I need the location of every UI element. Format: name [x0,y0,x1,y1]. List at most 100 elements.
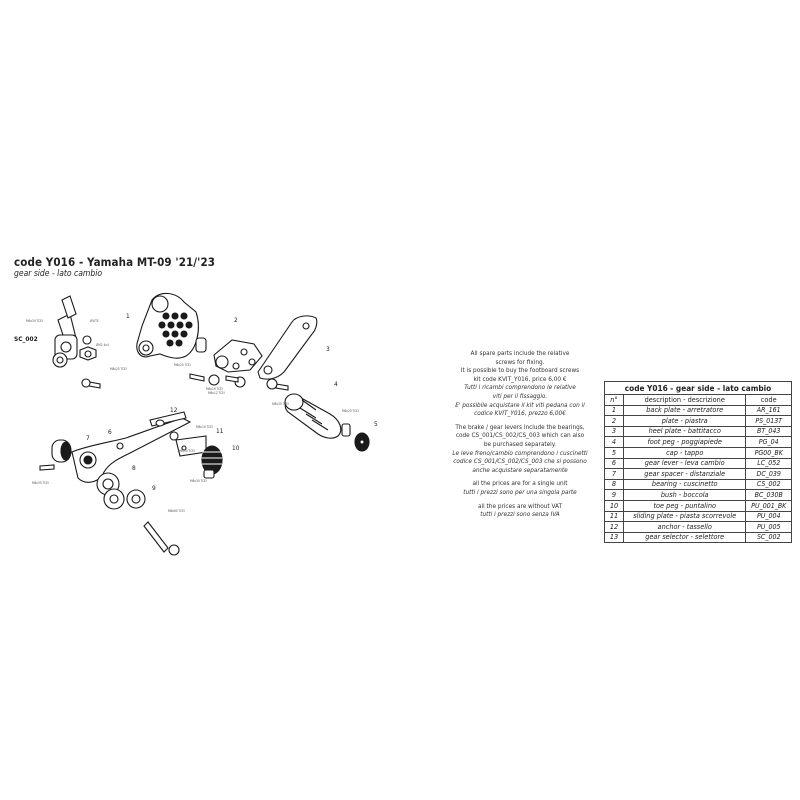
callout-9: 9 [152,484,156,492]
page-subtitle: gear side - lato cambio [14,269,103,279]
row-code: PG_04 [745,436,792,448]
note-line: tutti i prezzi sono per una singola part… [463,487,577,496]
screw-label: M6x16 TCEI [206,387,223,391]
row-description: bush - boccola [622,489,747,501]
bush-part [103,488,146,510]
row-code: PU_005 [745,521,792,533]
callout-12: 12 [170,406,178,414]
header-description: description - descrizione [622,394,747,406]
small-label: ØVITE [90,318,99,323]
screw-label: M6x30 TCEI [26,319,43,323]
screw-label: M6x16 TCEI [196,425,213,429]
note-line: All spare parts include the relative [470,349,570,357]
screw-label: M6x30 TCEI [190,479,207,483]
note-line: anche acquistare separatamente [472,465,568,474]
screw-label: M6x20 TCEI [174,363,191,367]
row-number: 13 [604,531,624,544]
row-description: bearing - cuscinetto [622,478,747,491]
row-code: AR_161 [745,404,792,417]
callout-11: 11 [216,427,224,435]
header-number: n° [604,394,624,406]
callout-1: 1 [126,312,130,320]
gear-lever-part [71,417,192,483]
nut-part [79,335,97,361]
row-description: foot peg - poggiapiede [622,436,747,448]
callout-2: 2 [234,316,238,324]
table-caption: code Y016 - gear side - lato cambio [604,381,792,395]
note-line: all the prices are without VAT [478,501,562,510]
row-description: anchor - tassello [622,521,747,533]
row-code: CS_002 [745,478,792,491]
row-description: toe peg - puntalino [622,499,747,512]
row-code: SC_002 [745,531,792,544]
row-number: 7 [604,468,624,480]
row-number: 5 [604,446,624,459]
note-line: code CS_001/CS_002/CS_003 which can also [455,431,585,440]
foot-peg-part [284,393,342,439]
screw-label: M8x60 TCEI [168,509,185,513]
row-number: 12 [604,521,624,533]
row-number: 2 [604,415,624,427]
note-line: The brake / gear levers include the bear… [455,422,585,431]
note-line: screws for fixing. [495,357,545,366]
note-line: tutti i prezzi sono senza IVA [480,510,560,519]
callout-4: 4 [334,380,338,388]
row-number: 1 [604,404,624,417]
row-description: cap - tappo [622,446,747,459]
row-code: PU_001_BK [745,499,792,512]
gear-selector-part [52,295,78,368]
screw-label: M8x25 TCEI [110,367,127,371]
row-number: 11 [604,510,624,523]
row-number: 8 [604,478,624,491]
callout-8: 8 [132,464,136,472]
screw-labels: M6x30 TCEI M6x20 TCEI M8x25 TCEI M6x16 T… [26,318,359,513]
callout-5: 5 [374,420,378,428]
note-line: all the prices are for a single unit [472,479,568,488]
header-code: code [745,394,792,406]
plate-part [213,339,263,373]
row-description: gear selector - selettore [622,531,747,544]
row-description: gear spacer - distanziale [622,468,747,480]
screw-label: M6x30 TCEI [178,449,195,453]
row-description: back plate - arretratore [622,404,747,417]
note-line: Tutti i ricambi comprendono le relative [464,383,576,392]
row-code: LC_052 [745,457,792,470]
note-line: viti per il fissaggio. [492,391,548,400]
note-line: codice KVIT_Y016, prezzo 6,00€ [474,409,566,418]
row-number: 9 [604,489,624,501]
parts-table: code Y016 - gear side - lato cambio n° d… [604,381,792,544]
row-code: DC_039 [745,468,792,480]
note-line: kit code KVIT_Y016, price 6,00 € [473,374,567,383]
callout-10: 10 [232,444,240,452]
heel-plate-part [257,315,318,380]
small-label: ØM2 4x4 [96,342,109,347]
screw-label: M6x35 TCEI [32,481,49,485]
page-title: code Y016 - Yamaha MT-09 '21/'23 [14,255,216,269]
note-line: be purchased separately. [483,439,557,448]
note-line: codice CS_001/CS_002/CS_003 che si posso… [453,457,587,466]
row-number: 10 [604,499,624,512]
screw-label: M6x12 TCEI [208,391,225,395]
row-number: 4 [604,436,624,448]
note-line: It is possible to buy the footboard scre… [460,366,580,375]
row-number: 6 [604,457,624,470]
callout-7: 7 [86,434,90,442]
note-line: Le leve freno/cambio comprendono i cusci… [452,448,588,457]
row-number: 3 [604,425,624,438]
row-description: heel plate - battitacco [622,425,747,438]
row-code: BT_043 [745,425,792,438]
